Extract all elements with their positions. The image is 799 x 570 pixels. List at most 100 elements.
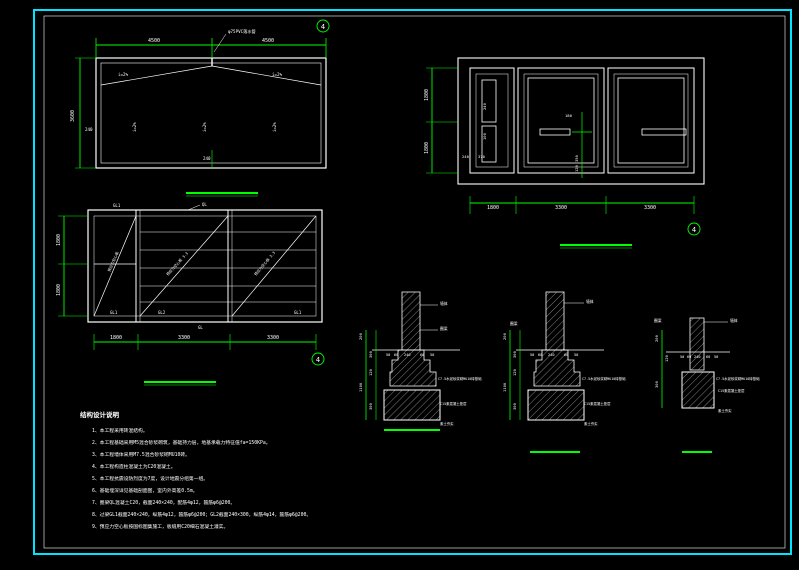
- section-3-bdim-1: 50: [680, 355, 684, 359]
- section-1-dim-5: 300: [368, 402, 373, 410]
- fdn-dim-bottom-2: 3300: [555, 205, 567, 211]
- beam-dim-bottom-3: 3300: [267, 335, 279, 341]
- section-2-top-note: 墙体: [586, 299, 594, 304]
- section-1: 墙体 圈梁 C7.5水泥砂浆砌MU10砖基础 C15素混凝土垫层 素土夯实 20…: [358, 291, 482, 431]
- roof-dim-top-1: 4500: [148, 38, 160, 44]
- roof-ridge-leader: [213, 33, 227, 53]
- section-3-dim-3: 300: [654, 380, 659, 388]
- slab-diag-3: [231, 215, 317, 317]
- beam-plan: 预应力空心板 预应力空心板 3.3 预应力空心板 3.3 GL1 QL GL1 …: [56, 202, 325, 386]
- fdn-label-7: 100: [482, 132, 487, 140]
- beam-dim-bottom-1: 1800: [110, 335, 122, 341]
- fdn-outline: [457, 57, 705, 185]
- section-3: 圈梁 墙体 C7.5水泥砂浆砌MU10砖基础 C15素混凝土垫层 素土夯实 20…: [654, 317, 760, 453]
- fdn-bay-1a: [481, 79, 497, 123]
- fdn-bay-2-ground: [527, 77, 595, 164]
- roof-fall-3: i=2%: [272, 122, 277, 132]
- roof-axis-marker: [316, 19, 330, 33]
- roof-dim-bottom-small: 240: [203, 156, 211, 161]
- section-1-top-note: 墙体: [440, 301, 448, 306]
- section-1-bdim-2: 60: [394, 353, 398, 357]
- section-1-pad: [383, 389, 441, 421]
- section-2-wall: [545, 291, 565, 351]
- section-3-bdim-5: 50: [714, 355, 718, 359]
- fdn-stub-2: [539, 128, 571, 136]
- beam-top-label-1: GL1: [113, 203, 121, 208]
- fdn-bay-1b: [481, 125, 497, 163]
- slab-diag-label-2: 预应力空心板 3.3: [165, 251, 189, 277]
- section-2-base: 素土夯实: [584, 421, 598, 426]
- beam-bottom-label-2: GL2: [158, 310, 166, 315]
- section-2-note-2: C15素混凝土垫层: [584, 401, 611, 406]
- roof-dim-left-small: 240: [85, 127, 93, 132]
- section-3-top-note: 圈梁: [654, 318, 662, 323]
- beam-outline: [87, 209, 323, 323]
- foundation-plan: 180 240 370 350 120 240 100 1800 1800 18…: [424, 57, 705, 249]
- section-1-bdim-1: 50: [386, 353, 390, 357]
- fdn-bay-3: [607, 67, 695, 174]
- section-1-note-1: C7.5水泥砂浆砌MU10砖基础: [438, 376, 482, 381]
- notes-item-3: 3、本工程墙体采用M7.5混合砂浆砌MU10砖。: [92, 451, 190, 458]
- fdn-label-6: 240: [482, 102, 487, 110]
- roof-axis-label: 4: [321, 23, 325, 31]
- notes-item-2: 2、本工程基础采用M5混合砂浆砌筑，基础持力层，地基承载力特征值fa=150KP…: [92, 439, 271, 446]
- roof-plan: 4500 4500 φ75PVC落水管 i=2% i=2% 3600 240 2…: [70, 19, 330, 197]
- section-3-dim-1: 200: [654, 334, 659, 342]
- roof-dim-top-2: 4500: [262, 38, 274, 44]
- section-1-wall: [401, 291, 421, 351]
- section-1-dim-2: 300: [368, 350, 373, 358]
- section-2-bdim-2: 60: [538, 353, 542, 357]
- slab-diag-2: [139, 215, 229, 317]
- notes-item-8: 8、过梁GL1截面240×240，纵筋4φ12，箍筋φ6@200；GL2截面24…: [92, 511, 311, 518]
- beam-inner: [93, 215, 317, 317]
- fdn-bay-3-ground: [617, 77, 685, 164]
- section-2-dim-3: 120: [512, 368, 517, 376]
- section-1-base: 素土夯实: [440, 421, 454, 426]
- fdn-bay-2-inner: [523, 73, 599, 168]
- fdn-label-2: 240: [462, 154, 470, 159]
- section-1-bdim-4: 60: [420, 353, 424, 357]
- section-2-dim-4: 1100: [502, 382, 507, 392]
- fdn-label-3: 370: [478, 154, 486, 159]
- notes-item-4: 4、本工程构造柱混凝土为C20混凝土。: [92, 463, 176, 470]
- fdn-label-1: 180: [565, 113, 573, 118]
- fdn-label-5: 120: [574, 164, 579, 172]
- roof-slope-left: i=2%: [118, 72, 129, 77]
- section-3-beam: [681, 371, 715, 409]
- roof-inner-outline: [100, 62, 322, 164]
- section-1-dim-4: 1100: [358, 382, 363, 392]
- beam-dim-left-1: 1800: [56, 234, 62, 246]
- section-3-wall: [689, 317, 705, 371]
- roof-outline: [95, 57, 327, 169]
- fdn-bay-1: [469, 67, 515, 174]
- beam-bottom-label-1: GL1: [110, 310, 118, 315]
- slab-diag-1: [93, 215, 137, 317]
- fdn-stub-3: [641, 128, 687, 136]
- section-3-side-note: 墙体: [730, 318, 738, 323]
- roof-slope-lines: [100, 65, 322, 86]
- fdn-bay-1-inner: [475, 73, 509, 168]
- notes-item-9: 9、预应力空心板按国标图集施工，板缝用C20细石混凝土灌实。: [92, 523, 228, 530]
- section-2-bdim-4: 60: [564, 353, 568, 357]
- fdn-label-4: 350: [574, 154, 579, 162]
- notes-item-1: 1、本工程采用砖混结构。: [92, 427, 148, 434]
- section-1-footing: [389, 349, 437, 387]
- beam-bottom-label-4: GL1: [294, 310, 302, 315]
- section-2-note-1: C7.5水泥砂浆砌MU10砖基础: [582, 376, 626, 381]
- section-2: 墙体 圈梁 C7.5水泥砂浆砌MU10砖基础 C15素混凝土垫层 素土夯实 20…: [502, 291, 626, 453]
- section-2-footing: [533, 349, 581, 387]
- section-2-dim-2: 300: [512, 350, 517, 358]
- section-1-bdim-5: 50: [430, 353, 434, 357]
- section-2-side-note: 圈梁: [510, 321, 518, 326]
- roof-fall-1: i=2%: [132, 122, 137, 132]
- notes-item-6: 6、基础埋深详见基础剖面图，室内外高差0.5m。: [92, 487, 198, 494]
- notes-title: 结构设计说明: [80, 410, 120, 419]
- section-3-bdim-3: 240: [694, 355, 701, 359]
- slab-diag-label-1: 预应力空心板: [106, 250, 120, 272]
- slab-diag-label-3: 预应力空心板 3.3: [253, 250, 276, 276]
- fdn-dim-left-1: 1800: [424, 89, 430, 101]
- section-1-side-note: 圈梁: [440, 326, 448, 331]
- beam-axis-marker: [311, 352, 325, 366]
- section-1-dim-3: 120: [368, 368, 373, 376]
